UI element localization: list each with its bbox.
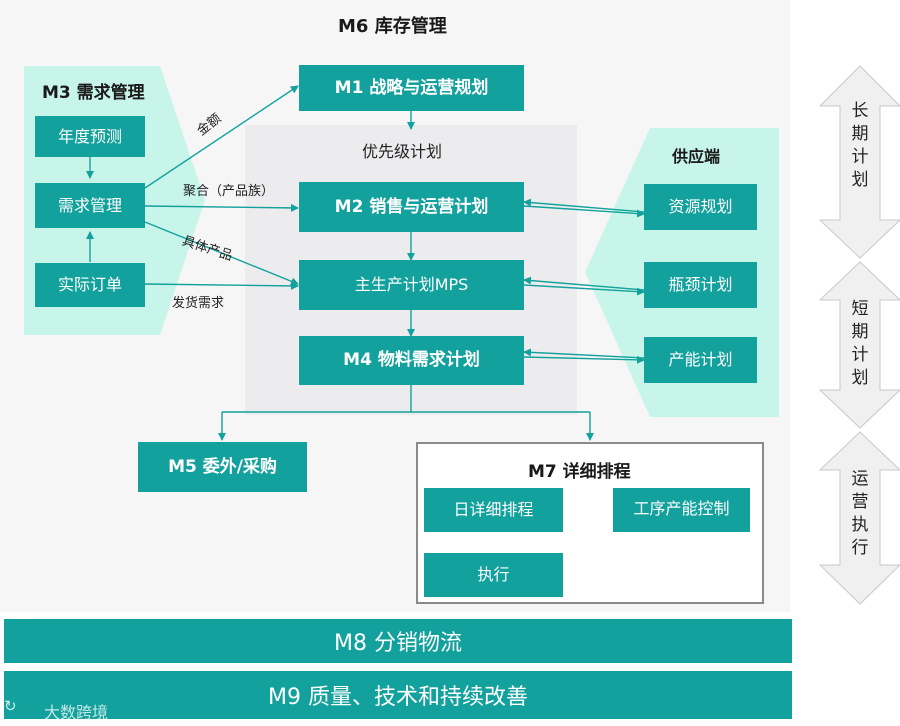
resource-box: 资源规划 [644, 184, 757, 230]
horizon-long-label: 长期计划 [851, 101, 869, 190]
m7-title: M7 详细排程 [528, 462, 631, 482]
horizon-ops-label: 运营执行 [851, 469, 869, 558]
orders-label: 实际订单 [57, 275, 122, 295]
m2-label: M2 销售与运营计划 [334, 196, 489, 217]
resource-label: 资源规划 [668, 197, 733, 217]
horizon-arrow-short [818, 261, 900, 429]
bottleneck-label: 瓶颈计划 [668, 275, 733, 295]
capacity-label: 产能计划 [668, 350, 733, 370]
process-capacity-box: 工序产能控制 [613, 488, 750, 532]
m8-label: M8 分销物流 [334, 631, 462, 656]
horizon-short-label: 短期计划 [851, 299, 869, 388]
horizon-arrow-ops [818, 431, 900, 605]
demand-management-label: 需求管理 [57, 195, 122, 215]
m5-label: M5 委外/采购 [168, 456, 277, 477]
execute-box: 执行 [424, 553, 563, 597]
edge-label-aggregate: 聚合（产品族） [183, 184, 275, 199]
demand-title: M3 需求管理 [42, 83, 145, 103]
m8-band: M8 分销物流 [4, 619, 792, 663]
demand-management-box: 需求管理 [35, 183, 145, 228]
mps-label: 主生产计划MPS [354, 275, 469, 295]
horizon-arrow-long [818, 65, 900, 259]
forecast-label: 年度预测 [57, 126, 122, 146]
m2-box: M2 销售与运营计划 [299, 182, 524, 232]
capacity-box: 产能计划 [644, 337, 757, 383]
m4-box: M4 物料需求计划 [299, 336, 524, 385]
orders-box: 实际订单 [35, 263, 145, 307]
m5-box: M5 委外/采购 [138, 442, 307, 492]
m1-box: M1 战略与运营规划 [299, 65, 524, 111]
edge-label-shipping: 发货需求 [172, 296, 225, 311]
daily-schedule-box: 日详细排程 [424, 488, 563, 532]
watermark-logo: ↻ [4, 697, 17, 715]
m9-label: M9 质量、技术和持续改善 [268, 685, 528, 710]
watermark-text: 大数跨境 [44, 703, 109, 722]
supply-title: 供应端 [672, 147, 721, 166]
m4-label: M4 物料需求计划 [343, 350, 480, 371]
bottleneck-box: 瓶颈计划 [644, 262, 757, 308]
priority-label: 优先级计划 [362, 142, 443, 161]
process-capacity-label: 工序产能控制 [633, 499, 730, 518]
m9-band: M9 质量、技术和持续改善 [4, 671, 792, 719]
page-title: M6 库存管理 [338, 16, 447, 37]
execute-label: 执行 [477, 565, 510, 585]
mps-box: 主生产计划MPS [299, 260, 524, 310]
daily-schedule-label: 日详细排程 [453, 500, 534, 520]
m1-label: M1 战略与运营规划 [334, 77, 489, 98]
forecast-box: 年度预测 [35, 116, 145, 157]
